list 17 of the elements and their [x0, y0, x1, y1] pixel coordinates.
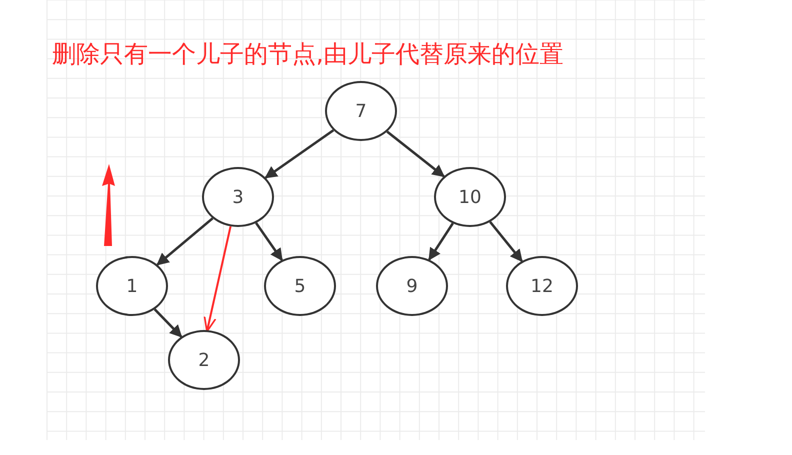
tree-node: 10 — [434, 167, 506, 227]
arrow — [264, 129, 334, 179]
arrow — [255, 222, 283, 262]
arrow — [428, 222, 454, 261]
tree-node: 2 — [168, 330, 240, 390]
arrow — [156, 217, 214, 266]
tree-node: 3 — [202, 167, 274, 227]
tree-node: 7 — [325, 81, 397, 141]
title: 删除只有一个儿子的节点,由儿子代替原来的位置 — [52, 39, 564, 70]
tree-node: 5 — [264, 256, 336, 316]
tree-node: 9 — [376, 256, 448, 316]
arrow — [489, 221, 523, 262]
tree-node: 12 — [506, 256, 578, 316]
arrow — [154, 308, 182, 338]
arrow — [204, 226, 232, 332]
tree-node: 1 — [96, 256, 168, 316]
arrow — [386, 130, 445, 178]
